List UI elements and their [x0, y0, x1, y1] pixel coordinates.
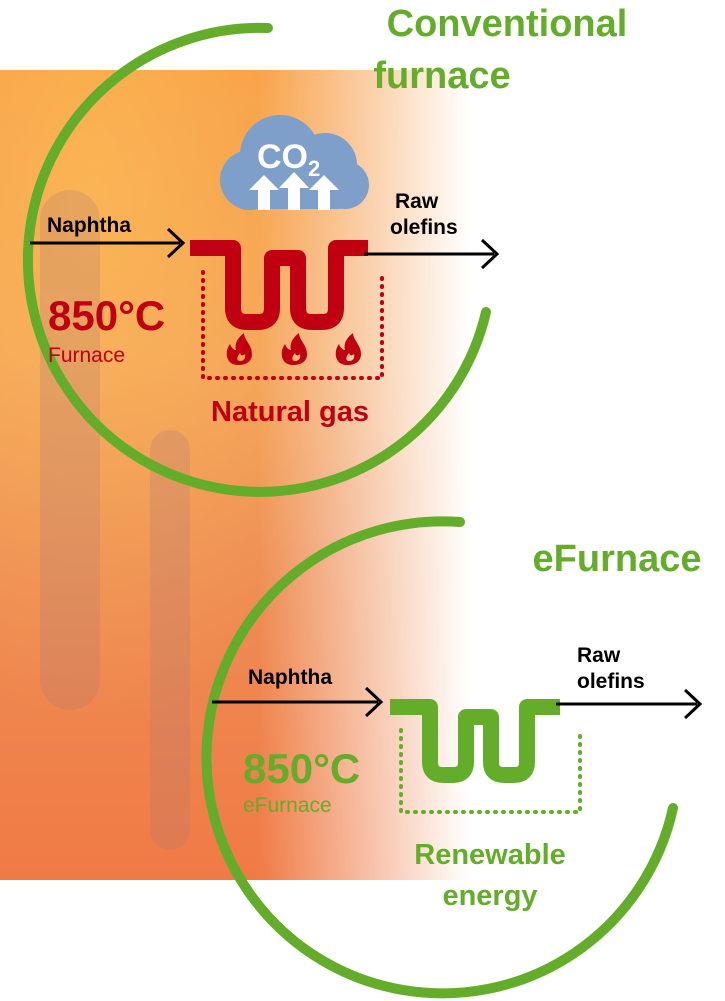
conventional-circle-arc [23, 22, 491, 497]
flame-icon [281, 333, 307, 365]
conventional-input-arrow [30, 227, 186, 259]
conventional-firebox-outline [201, 270, 384, 380]
efurnace-output-label-line2: olefins [577, 670, 645, 693]
efurnace-title: eFurnace [533, 538, 702, 580]
conventional-energy-source: Natural gas [211, 396, 369, 428]
co2-up-arrows-icon [249, 172, 339, 210]
co2-cloud-icon: CO2 [220, 115, 369, 210]
efurnace-temperature: 850°C [243, 745, 360, 792]
conventional-temperature: 850°C [48, 292, 165, 339]
flame-icon [226, 333, 252, 365]
conventional-input-label: Naphtha [47, 214, 131, 237]
conventional-output-arrow [364, 238, 500, 270]
conventional-title: Conventional [387, 3, 628, 45]
efurnace-temperature-caption: eFurnace [243, 794, 332, 817]
efurnace-circle-arc [201, 516, 678, 999]
efurnace-output-arrow [556, 688, 703, 720]
flame-icon [335, 333, 361, 365]
efurnace-input-label: Naphtha [248, 666, 332, 689]
conventional-title-line2: furnace [373, 55, 510, 97]
conventional-furnace-panel: Conventional furnace CO2 Naphtha [23, 3, 628, 497]
efurnace-output-label: Raw [577, 644, 621, 667]
efurnace-energy-source-line2: energy [442, 880, 537, 912]
efurnace-panel: eFurnace Naphtha Raw olefins 850°C eFurn… [201, 516, 703, 999]
conventional-heating-coil [190, 240, 368, 330]
flame-icons [226, 333, 361, 365]
efurnace-energy-source: Renewable [414, 839, 566, 871]
conventional-output-label: Raw [395, 190, 439, 213]
co2-label: CO2 [257, 138, 320, 181]
efurnace-input-arrow [212, 686, 384, 718]
conventional-output-label-line2: olefins [390, 216, 458, 239]
conventional-temperature-caption: Furnace [48, 344, 125, 367]
efurnace-heating-zone-outline [399, 728, 582, 814]
efurnace-heating-coil [390, 699, 560, 783]
